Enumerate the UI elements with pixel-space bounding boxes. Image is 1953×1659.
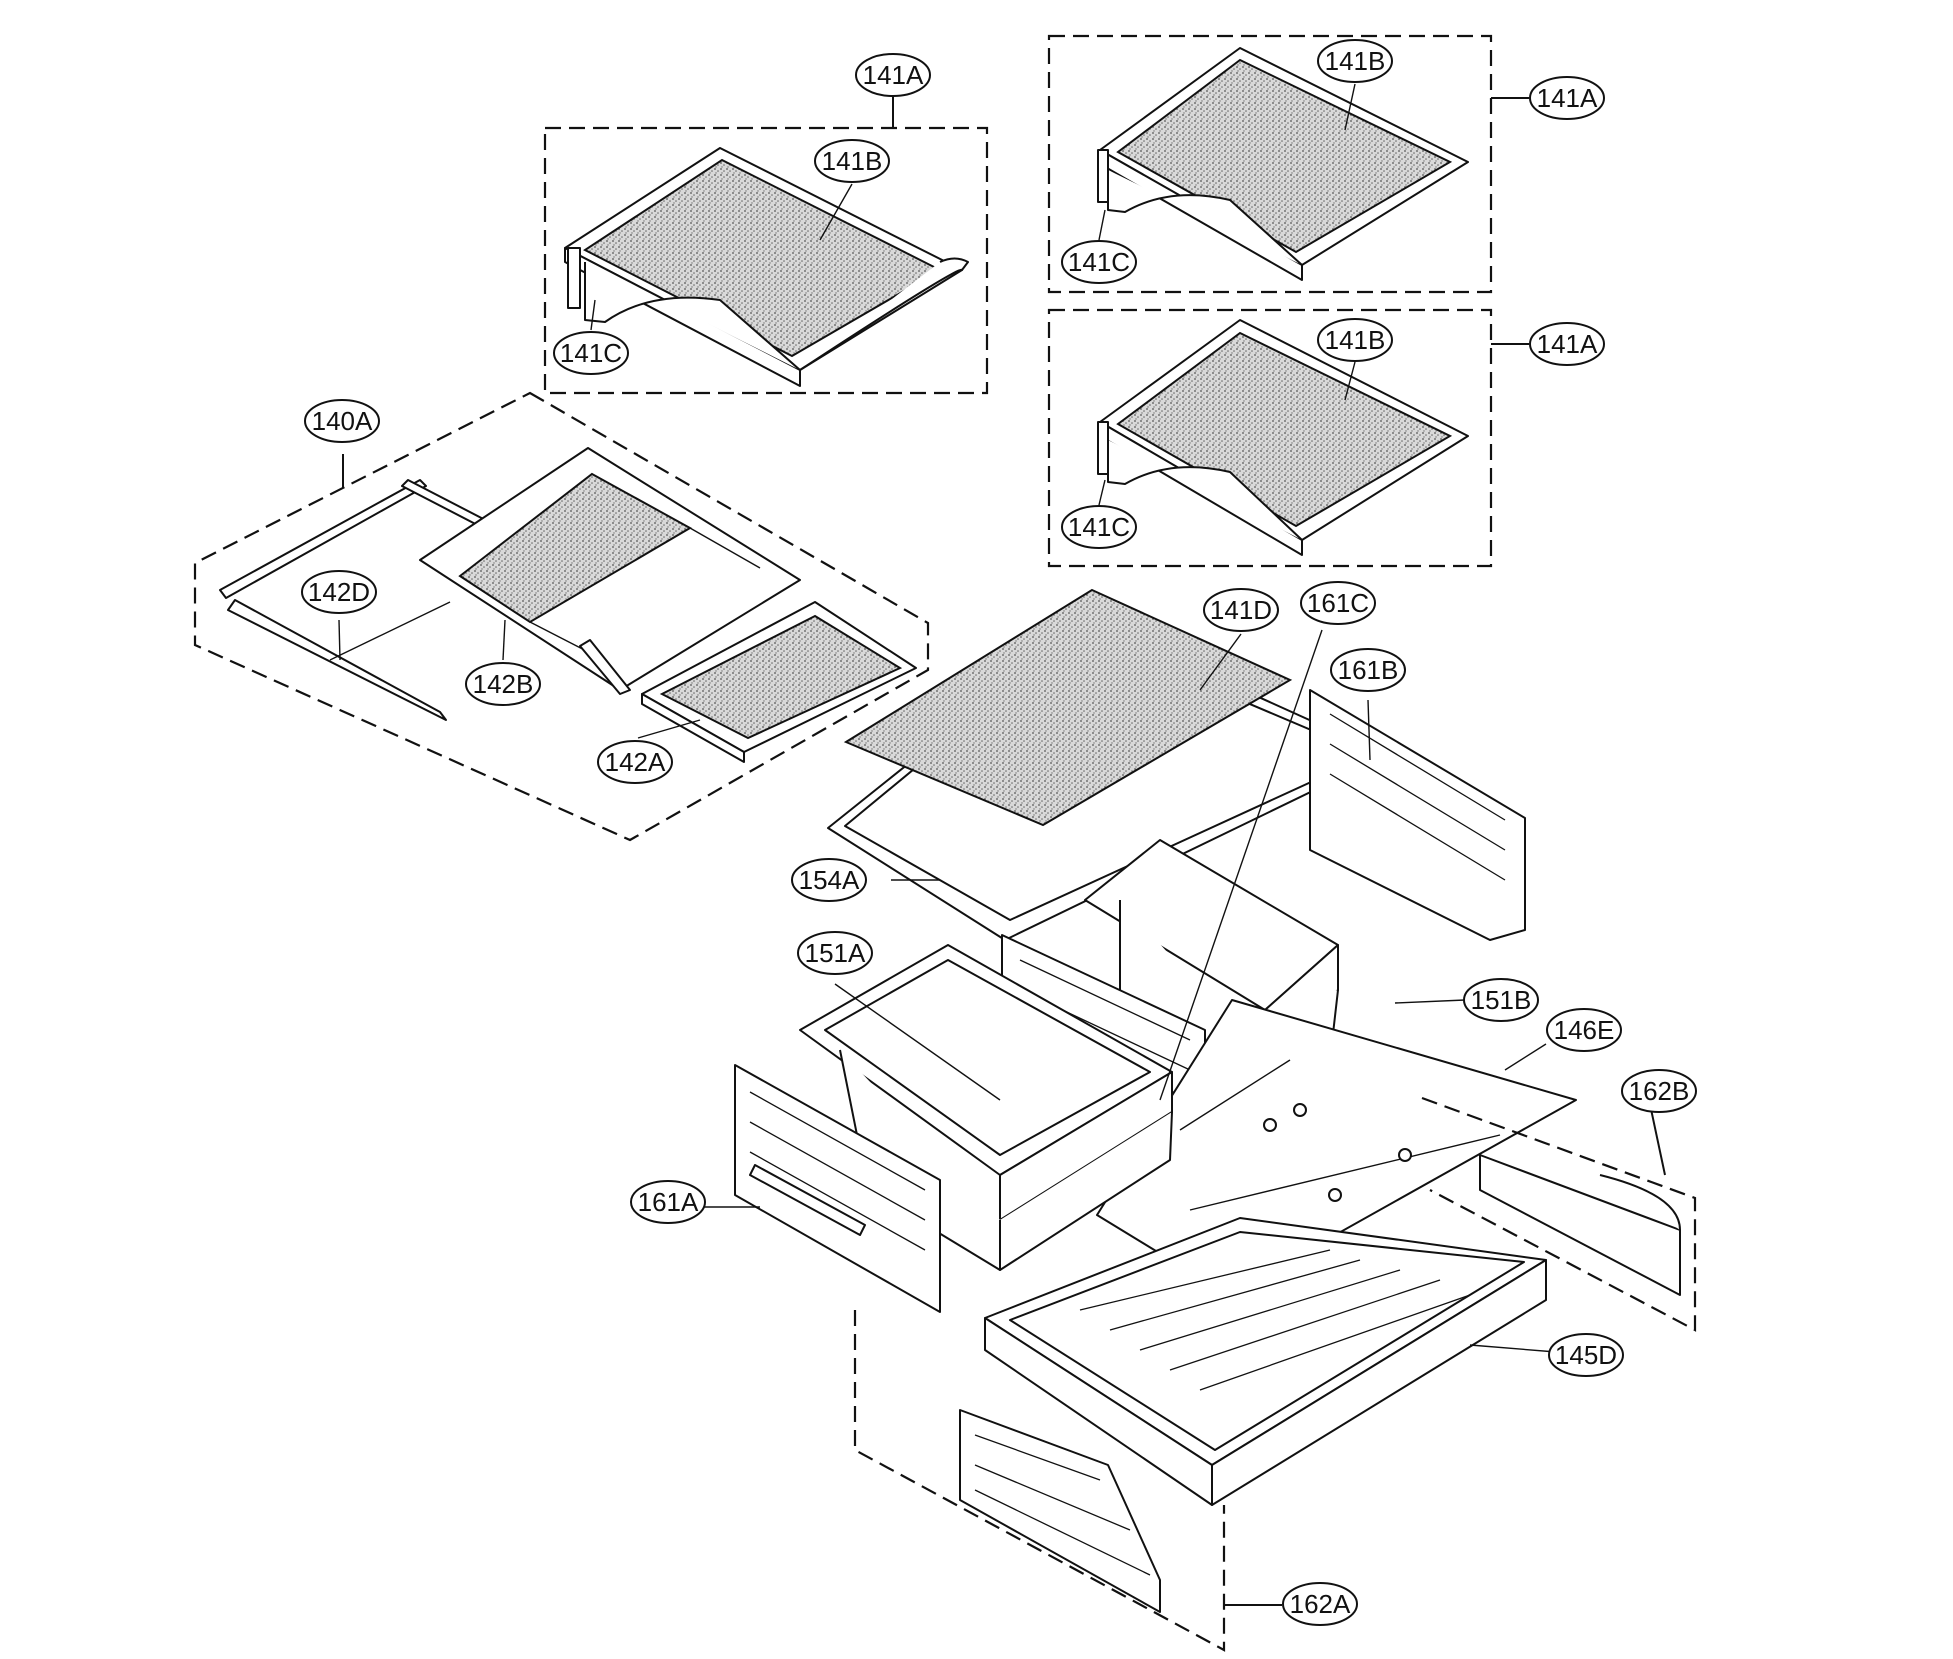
svg-text:161B: 161B bbox=[1338, 655, 1399, 685]
callout-142a: 142A bbox=[597, 740, 673, 784]
svg-text:141B: 141B bbox=[822, 146, 883, 176]
callouts: 141A 141B 141C 141B 141A 141C 141B 141A bbox=[301, 39, 1697, 1626]
svg-text:140A: 140A bbox=[312, 406, 373, 436]
svg-text:141B: 141B bbox=[1325, 46, 1386, 76]
callout-141c-top-right: 141C bbox=[1061, 240, 1137, 284]
svg-text:151A: 151A bbox=[805, 938, 866, 968]
callout-140a: 140A bbox=[304, 399, 380, 443]
shelf-assembly-141a-mid-right bbox=[1047, 308, 1529, 568]
svg-text:141A: 141A bbox=[1537, 83, 1598, 113]
shelf-assembly-141a-top-right bbox=[1047, 34, 1529, 294]
svg-text:141C: 141C bbox=[1068, 512, 1130, 542]
svg-text:142A: 142A bbox=[605, 747, 666, 777]
svg-text:161A: 161A bbox=[638, 1187, 699, 1217]
svg-text:162A: 162A bbox=[1290, 1589, 1351, 1619]
svg-text:141C: 141C bbox=[560, 338, 622, 368]
callout-162b: 162B bbox=[1621, 1069, 1697, 1113]
rail-assembly-162b bbox=[1421, 1094, 1697, 1332]
svg-text:145D: 145D bbox=[1555, 1340, 1617, 1370]
callout-141b-mid-right: 141B bbox=[1317, 318, 1393, 362]
svg-text:141B: 141B bbox=[1325, 325, 1386, 355]
svg-text:142D: 142D bbox=[308, 577, 370, 607]
callout-141b-left: 141B bbox=[814, 139, 890, 183]
callout-162a: 162A bbox=[1282, 1582, 1358, 1626]
callout-141a-top-right: 141A bbox=[1529, 76, 1605, 120]
svg-text:146E: 146E bbox=[1554, 1015, 1615, 1045]
callout-142d: 142D bbox=[301, 570, 377, 614]
shelf-assembly-141a-left bbox=[543, 96, 989, 395]
svg-text:141A: 141A bbox=[1537, 329, 1598, 359]
callout-151a: 151A bbox=[797, 931, 873, 975]
callout-145d: 145D bbox=[1548, 1333, 1624, 1377]
svg-text:154A: 154A bbox=[799, 865, 860, 895]
callout-161a: 161A bbox=[630, 1180, 706, 1224]
callout-141b-top-right: 141B bbox=[1317, 39, 1393, 83]
crisper-cover-assembly bbox=[827, 588, 1388, 941]
divider-161a bbox=[734, 1064, 941, 1313]
callout-141d: 141D bbox=[1203, 588, 1279, 632]
callout-141a-mid-right: 141A bbox=[1529, 322, 1605, 366]
svg-text:162B: 162B bbox=[1629, 1076, 1690, 1106]
callout-141a-top: 141A bbox=[855, 53, 931, 97]
pan-145d bbox=[984, 1217, 1547, 1506]
callout-141c-left: 141C bbox=[553, 331, 629, 375]
svg-text:141C: 141C bbox=[1068, 247, 1130, 277]
leader-lines bbox=[338, 83, 1557, 1353]
callout-154a: 154A bbox=[791, 858, 867, 902]
callout-141c-mid-right: 141C bbox=[1061, 505, 1137, 549]
callout-161c: 161C bbox=[1300, 581, 1376, 625]
svg-text:161C: 161C bbox=[1307, 588, 1369, 618]
svg-text:141D: 141D bbox=[1210, 595, 1272, 625]
svg-text:151B: 151B bbox=[1471, 985, 1532, 1015]
cover-assembly-162a bbox=[853, 1310, 1282, 1652]
callout-151b: 151B bbox=[1463, 978, 1539, 1022]
svg-text:142B: 142B bbox=[473, 669, 534, 699]
svg-text:141A: 141A bbox=[863, 60, 924, 90]
callout-146e: 146E bbox=[1546, 1008, 1622, 1052]
shelf-assembly-140a bbox=[193, 391, 930, 842]
callout-161b: 161B bbox=[1330, 648, 1406, 692]
divider-161b bbox=[1309, 689, 1526, 941]
callout-142b: 142B bbox=[465, 662, 541, 706]
drawer-151a bbox=[799, 944, 1173, 1271]
